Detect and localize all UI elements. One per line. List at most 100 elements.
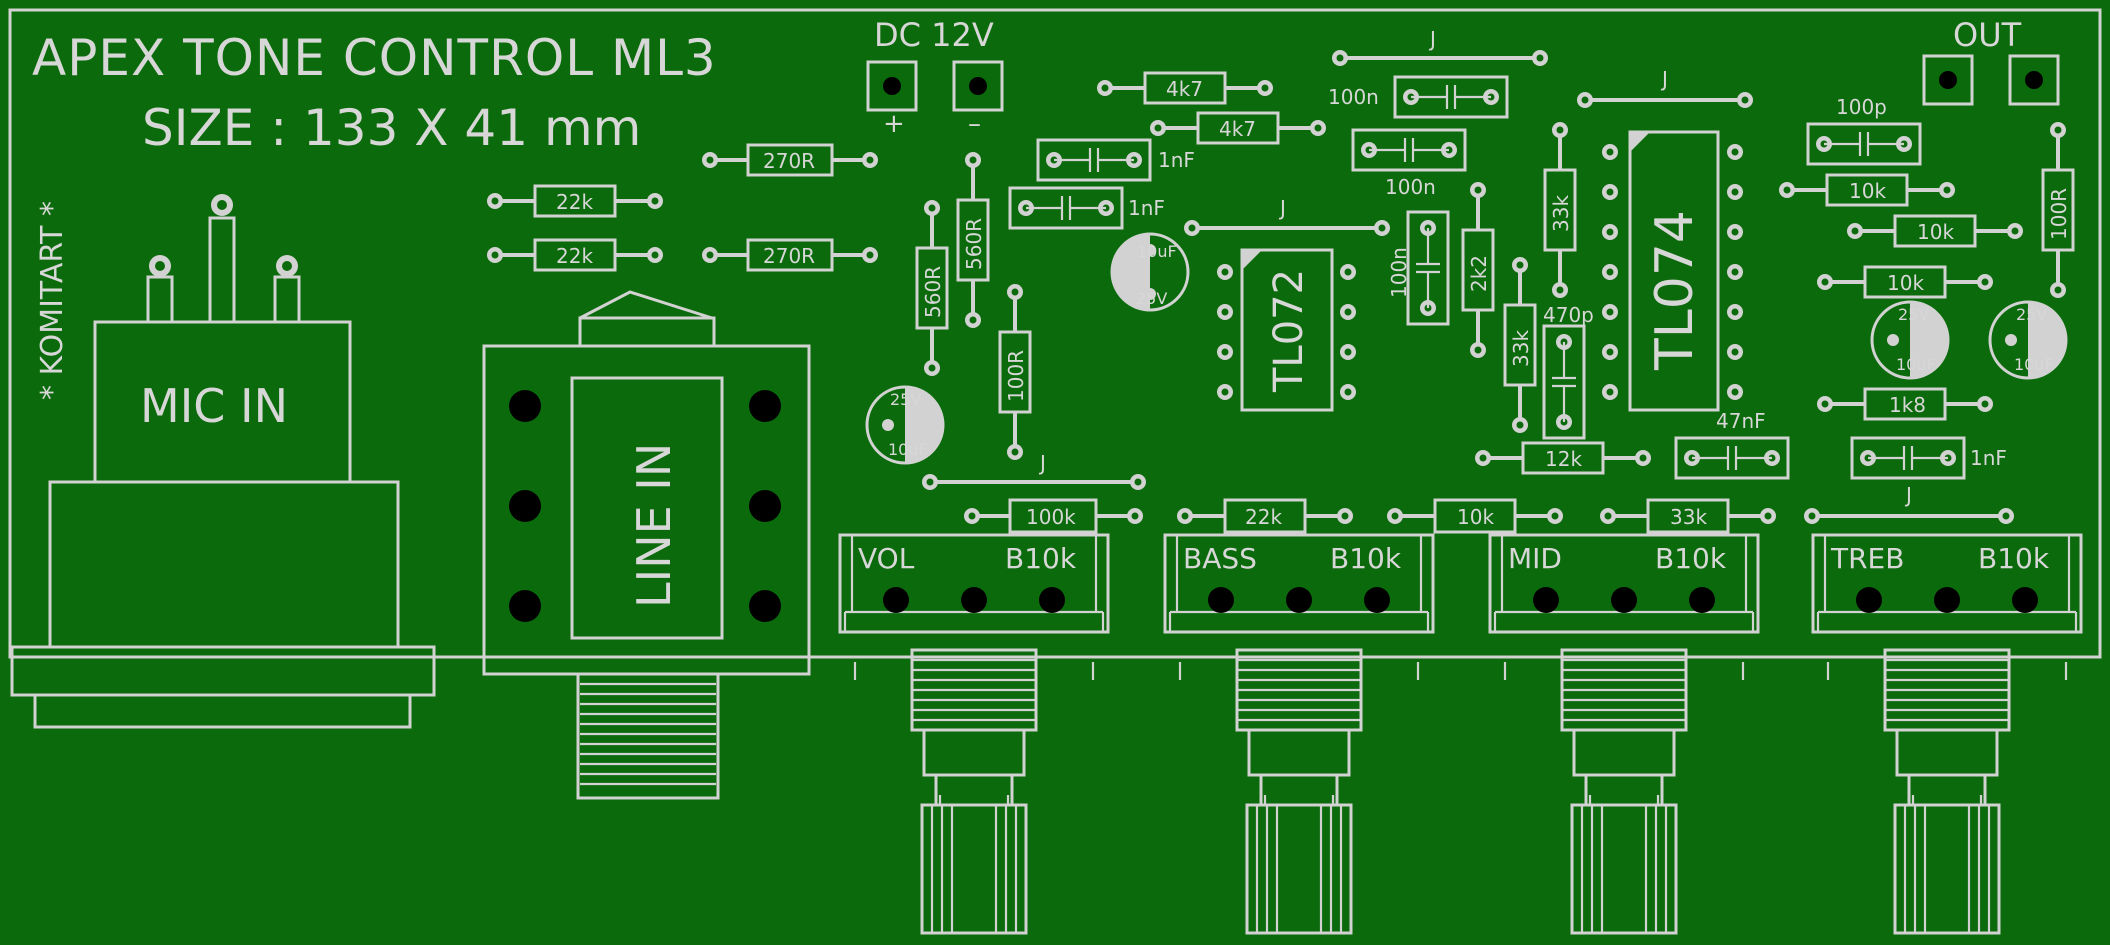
resistor-2k2: 2k2	[1461, 182, 1495, 358]
resistor-22k-c: 22k	[1177, 498, 1353, 534]
jumper-1-label: J	[1428, 27, 1436, 51]
resistor-33k-b: 33k	[1503, 257, 1537, 433]
cap-1nf-c: 1nF	[1850, 436, 2007, 480]
pot-name-label: TREB	[1830, 542, 1904, 575]
r22k-a-label: 22k	[556, 190, 593, 214]
c1nf-b-label: 1nF	[1128, 196, 1165, 220]
resistor-22k-a: 22k	[487, 184, 663, 218]
r100r-b-label: 100R	[2047, 188, 2071, 240]
c47nf-label: 47nF	[1716, 409, 1766, 433]
resistor-100k: 100k	[964, 498, 1143, 534]
line-in-jack: LINE IN	[482, 290, 811, 800]
brand-label: * KOMITART *	[35, 201, 70, 400]
c470p-label: 470p	[1543, 303, 1594, 327]
jumper-3-label: J	[1278, 196, 1286, 220]
line-in-label: LINE IN	[627, 443, 681, 608]
pot-value-label: B10k	[1330, 542, 1402, 575]
r2k2-label: 2k2	[1467, 255, 1491, 292]
resistor-4k7-b: 4k7	[1150, 111, 1326, 145]
c1nf-a-label: 1nF	[1158, 148, 1195, 172]
r10k-b-label: 10k	[1917, 220, 1954, 244]
r560r-a-label: 560R	[921, 266, 945, 318]
r33k-b-label: 33k	[1509, 330, 1533, 367]
c100n-c-label: 100n	[1387, 247, 1411, 298]
resistor-10k-d: 10k	[1387, 498, 1563, 534]
output-header: OUT	[1922, 16, 2060, 106]
r4k7-a-label: 4k7	[1166, 77, 1203, 101]
cap-1nf-b: 1nF	[1008, 186, 1165, 230]
r100k-label: 100k	[1026, 505, 1076, 529]
r33k-c-label: 33k	[1670, 505, 1707, 529]
c100n-b-label: 100n	[1385, 175, 1436, 199]
ecap1-voltage: 25V	[1136, 289, 1167, 308]
resistor-560r-b: 560R	[956, 152, 990, 328]
jumper-3: J	[1184, 196, 1390, 236]
jumper-2-label: J	[1660, 67, 1668, 91]
cap-1nf-a: 1nF	[1036, 138, 1195, 182]
resistor-100r-b: 100R	[2041, 122, 2075, 298]
r1k8-label: 1k8	[1889, 393, 1926, 417]
cap-100n-c: 100n	[1387, 210, 1450, 326]
resistor-560r-a: 560R	[915, 200, 949, 376]
jumper-5-label: J	[1904, 483, 1912, 507]
ecap2-value: 10uF	[888, 440, 928, 459]
cap-100p: 100p	[1806, 95, 1922, 166]
resistor-33k-c: 33k	[1600, 498, 1776, 534]
resistor-100r-a: 100R	[998, 284, 1032, 460]
r100r-a-label: 100R	[1004, 350, 1028, 402]
resistor-1k8: 1k8	[1817, 387, 1993, 421]
power-plus: +	[883, 109, 905, 139]
r12k-label: 12k	[1545, 447, 1582, 471]
ecap4-value: 10uF	[2014, 355, 2054, 374]
r33k-a-label: 33k	[1549, 195, 1573, 232]
resistor-12k: 12k	[1475, 441, 1651, 475]
board-outline	[8, 8, 2102, 659]
ecap3-value: 10uF	[1896, 355, 1936, 374]
r4k7-b-label: 4k7	[1219, 117, 1256, 141]
power-header: DC 12V + –	[866, 16, 1004, 139]
c100p-label: 100p	[1836, 95, 1887, 119]
resistor-270r-b: 270R	[702, 238, 878, 272]
jumper-2: J	[1577, 67, 1753, 108]
r10k-a-label: 10k	[1849, 179, 1886, 203]
cap-470p: 470p	[1542, 303, 1594, 440]
cap-100n-a: 100n	[1328, 75, 1509, 119]
electrolytic-cap-3: 25V 10uF	[1870, 300, 1950, 380]
mic-in-connector: MIC IN	[10, 194, 436, 729]
resistor-10k-a: 10k	[1779, 173, 1955, 207]
ic-tl072: TL072	[1217, 248, 1356, 412]
mic-in-label: MIC IN	[140, 379, 288, 433]
resistor-33k-a: 33k	[1543, 122, 1577, 298]
ecap1-value: 10uF	[1137, 242, 1177, 261]
cap-47nf: 47nF	[1674, 409, 1790, 480]
electrolytic-cap-4: 25V 10uF	[1988, 300, 2068, 380]
jumper-4: J	[922, 451, 1146, 490]
cap-100n-b: 100n	[1351, 128, 1467, 199]
resistor-270r-a: 270R	[702, 143, 878, 177]
electrolytic-cap-2: 25V 10uF	[865, 385, 945, 465]
board-size: SIZE : 133 X 41 mm	[142, 99, 641, 157]
ecap3-voltage: 25V	[1898, 305, 1929, 324]
electrolytic-cap-1: 10uF 25V	[1110, 232, 1190, 312]
resistor-10k-c: 10k	[1817, 265, 1993, 299]
pot-value-label: B10k	[1005, 542, 1077, 575]
tl074-label: TL074	[1645, 210, 1705, 371]
r560r-b-label: 560R	[962, 218, 986, 270]
power-label: DC 12V	[874, 16, 994, 54]
pot-name-label: MID	[1508, 542, 1562, 575]
r22k-b-label: 22k	[556, 244, 593, 268]
tl072-label: TL072	[1266, 269, 1312, 393]
resistor-4k7-a: 4k7	[1097, 71, 1273, 105]
r10k-c-label: 10k	[1887, 271, 1924, 295]
resistor-10k-b: 10k	[1847, 214, 2023, 248]
ecap4-voltage: 25V	[2016, 305, 2047, 324]
pot-name-label: BASS	[1183, 542, 1257, 575]
jumper-4-label: J	[1038, 451, 1046, 475]
r270r-b-label: 270R	[763, 244, 815, 268]
power-minus: –	[968, 109, 981, 139]
